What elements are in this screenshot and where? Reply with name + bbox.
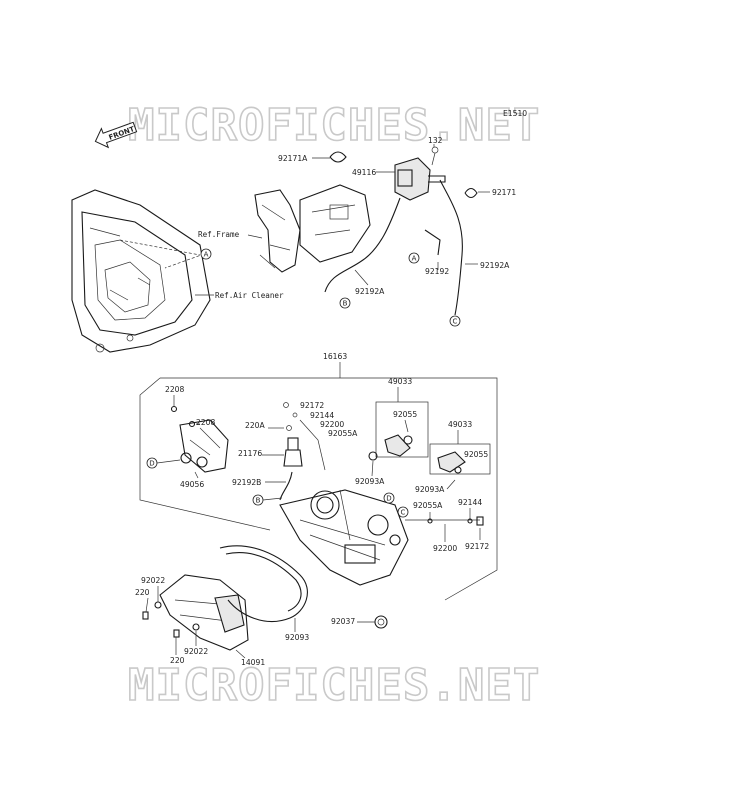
injector-box-a: [375, 401, 429, 458]
clip-92171A: [329, 151, 347, 163]
part-92144-b: 92144: [458, 498, 482, 507]
bracket-49056: [170, 405, 229, 473]
part-92055-b: 92055: [464, 450, 488, 459]
clamp-92037: [374, 615, 388, 629]
part-92055A-a: 92055A: [328, 429, 358, 438]
hose-92192A-left: [324, 197, 401, 293]
svg-text:D: D: [386, 495, 391, 503]
injector-b: [437, 451, 466, 474]
svg-text:C: C: [453, 318, 458, 326]
part-2208-a: 2208: [165, 385, 184, 394]
throttle-body: [279, 489, 409, 586]
svg-text:A: A: [204, 251, 209, 259]
part-92172-a: 92172: [300, 401, 324, 410]
part-92200-a: 92200: [320, 420, 344, 429]
bolt-220-a: [142, 611, 149, 620]
washer-92022-a: [154, 601, 162, 609]
assembly-outline: [139, 377, 498, 601]
part-49033-b: 49033: [448, 420, 472, 429]
figure-code: E1510: [503, 109, 527, 118]
svg-text:A: A: [412, 255, 417, 263]
part-92055A-b: 92055A: [413, 501, 443, 510]
callout-c-2: C: [397, 506, 409, 518]
part-92022-a: 92022: [141, 576, 165, 585]
part-92192B: 92192B: [232, 478, 261, 487]
clip-92171: [464, 187, 478, 199]
svg-text:B: B: [343, 300, 348, 308]
callout-a-2: A: [408, 252, 420, 264]
part-92093: 92093: [285, 633, 309, 642]
part-14091: 14091: [241, 658, 265, 667]
valve-49116: [394, 146, 446, 201]
hose-92192B: [279, 471, 293, 501]
callout-d-1: D: [146, 457, 158, 469]
part-92192A-left: 92192A: [355, 287, 385, 296]
oring-92093A-a: [368, 451, 378, 461]
gasket-92093: [219, 545, 308, 623]
svg-text:B: B: [256, 497, 261, 505]
part-92093A-a: 92093A: [355, 477, 385, 486]
part-220-b: 220: [170, 656, 185, 665]
hose-92192A-right: [439, 179, 463, 316]
injector-a: [384, 434, 413, 457]
washer-92022-b: [192, 623, 200, 631]
part-92171: 92171: [492, 188, 516, 197]
svg-text:C: C: [401, 509, 406, 517]
bolt-220-b: [173, 629, 180, 638]
frame-bracket: [254, 184, 371, 273]
watermark-top: MICROFICHES.NET: [128, 100, 540, 151]
part-92192A-top: 92192A: [480, 261, 510, 270]
part-92022-b: 92022: [184, 647, 208, 656]
part-92200-b: 92200: [433, 544, 457, 553]
part-220A: 220A: [245, 421, 265, 430]
air-cleaner-housing: [71, 189, 211, 353]
hose-92192: [424, 229, 441, 256]
cover-14091: [159, 574, 249, 651]
part-92171A: 92171A: [278, 154, 308, 163]
part-92172-b: 92172: [465, 542, 489, 551]
part-92037: 92037: [331, 617, 355, 626]
part-132: 132: [428, 136, 443, 145]
callout-c-1: C: [449, 315, 461, 327]
sensor-21176: [283, 425, 303, 467]
callout-b-1: B: [339, 297, 351, 309]
watermark-bottom: MICROFICHES.NET: [128, 660, 540, 711]
part-92055-a: 92055: [393, 410, 417, 419]
part-16163: 16163: [323, 352, 347, 361]
injector-box-b: [429, 443, 491, 475]
bolt-stack: [283, 402, 326, 471]
callout-d-2: D: [383, 492, 395, 504]
part-92192: 92192: [425, 267, 449, 276]
ref-frame: Ref.Frame: [198, 230, 240, 239]
part-92093A-b: 92093A: [415, 485, 445, 494]
part-21176: 21176: [238, 449, 262, 458]
part-49033-a: 49033: [388, 377, 412, 386]
ref-air-cleaner: Ref.Air Cleaner: [215, 291, 284, 300]
svg-text:D: D: [149, 460, 154, 468]
callout-b-2: B: [252, 494, 264, 506]
part-49116: 49116: [352, 168, 376, 177]
callout-a-1: A: [200, 248, 212, 260]
part-2208-b: 2208: [196, 418, 215, 427]
part-49056: 49056: [180, 480, 204, 489]
part-92144-a: 92144: [310, 411, 334, 420]
part-220-a: 220: [135, 588, 150, 597]
